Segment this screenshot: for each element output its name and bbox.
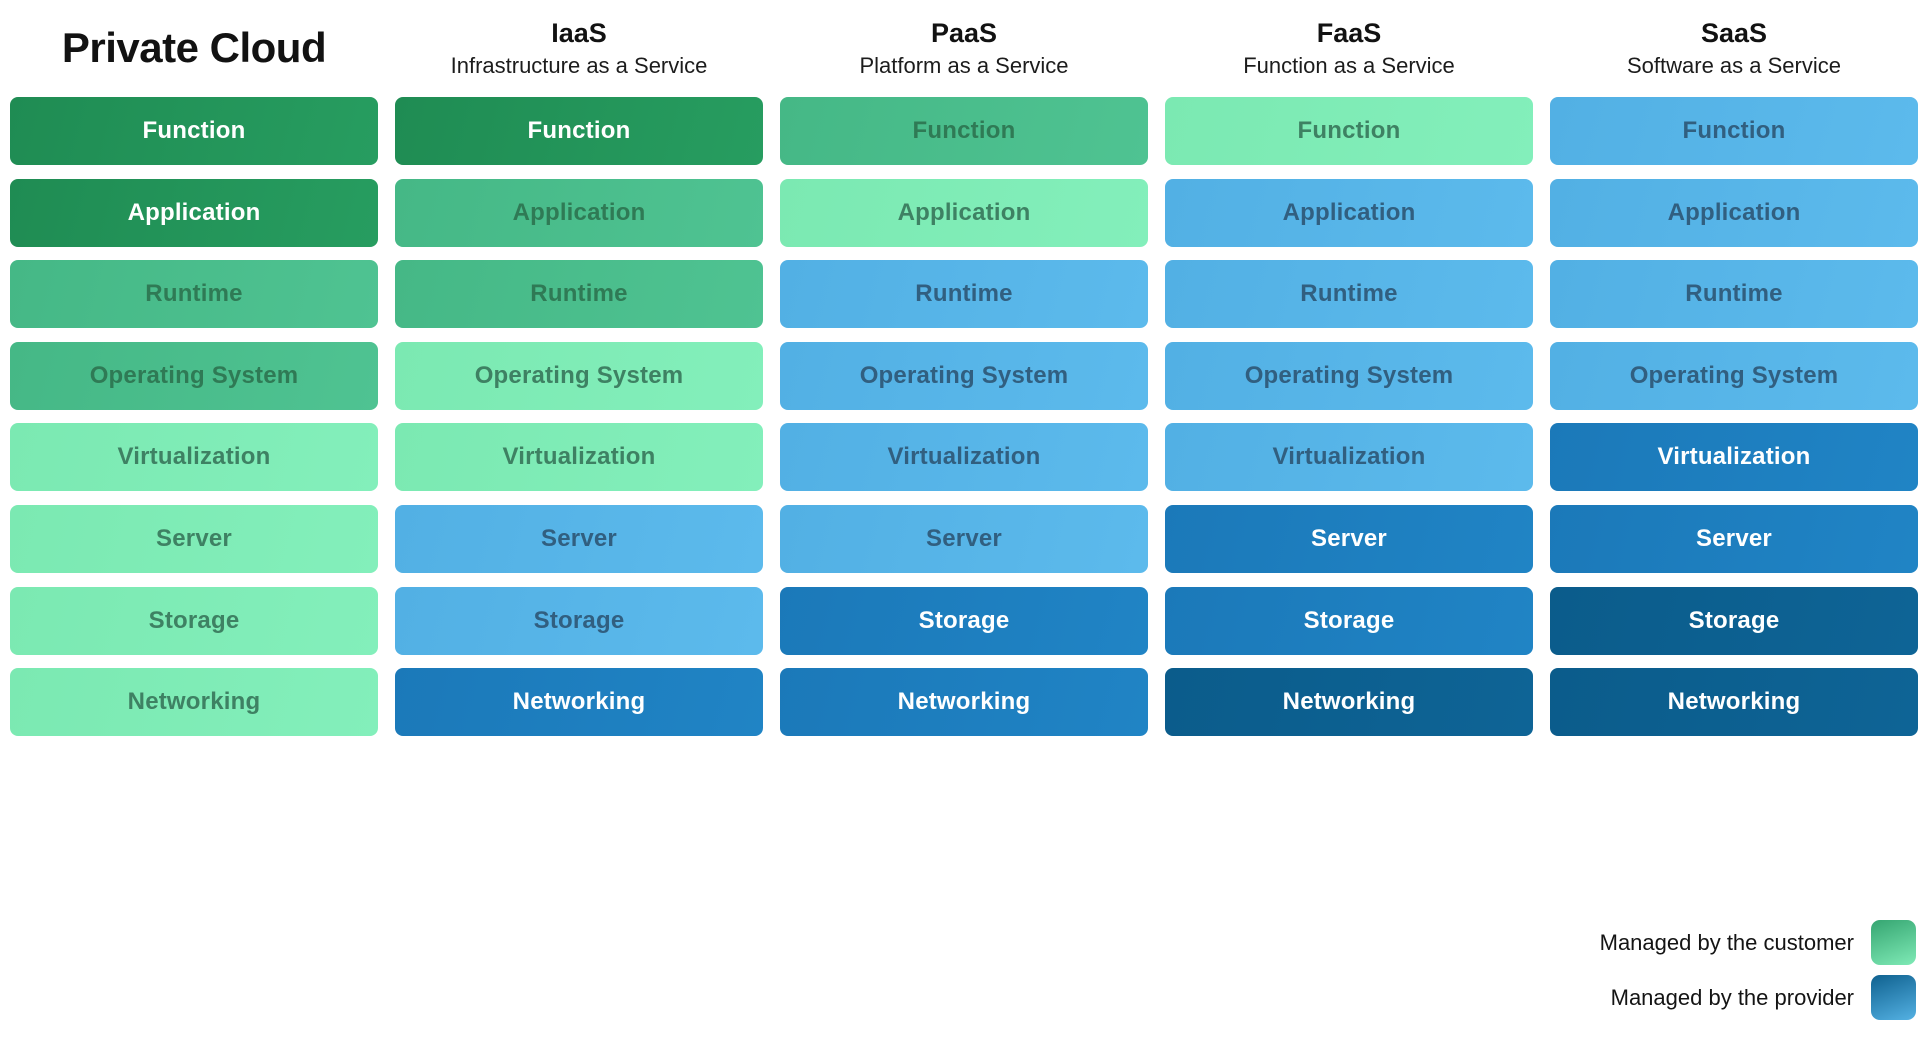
customer-color-swatch-icon	[1871, 920, 1916, 965]
cell-paas-application: Application	[780, 178, 1148, 247]
cell-private-cloud-runtime: Runtime	[10, 260, 378, 329]
cell-iaas-server: Server	[395, 504, 763, 573]
cell-iaas-networking: Networking	[395, 668, 763, 737]
legend: Managed by the customer Managed by the p…	[1600, 920, 1916, 1020]
column-subtitle-faas: Function as a Service	[1243, 52, 1455, 78]
cell-saas-operating-system: Operating System	[1550, 341, 1918, 410]
column-header-paas: PaaS Platform as a Service	[780, 0, 1148, 97]
legend-item-provider: Managed by the provider	[1600, 975, 1916, 1020]
cell-saas-storage: Storage	[1550, 586, 1918, 655]
cell-faas-operating-system: Operating System	[1165, 341, 1533, 410]
cell-saas-server: Server	[1550, 504, 1918, 573]
column-title-paas: PaaS	[930, 17, 998, 48]
cell-saas-application: Application	[1550, 178, 1918, 247]
column-header-private-cloud: Private Cloud	[10, 0, 378, 97]
cell-paas-server: Server	[780, 504, 1148, 573]
column-title-iaas: IaaS	[551, 17, 607, 48]
column-title-saas: SaaS	[1700, 17, 1768, 48]
cell-private-cloud-application: Application	[10, 178, 378, 247]
legend-label-customer: Managed by the customer	[1599, 929, 1854, 955]
cell-iaas-virtualization: Virtualization	[395, 423, 763, 492]
cell-paas-networking: Networking	[780, 668, 1148, 737]
cell-iaas-function: Function	[395, 97, 763, 165]
cell-iaas-runtime: Runtime	[395, 260, 763, 329]
cell-faas-function: Function	[1165, 97, 1533, 165]
column-subtitle-saas: Software as a Service	[1627, 52, 1841, 78]
cell-saas-virtualization: Virtualization	[1550, 423, 1918, 492]
cell-paas-operating-system: Operating System	[780, 341, 1148, 410]
cell-private-cloud-function: Function	[10, 97, 378, 165]
cell-paas-storage: Storage	[780, 586, 1148, 655]
cell-iaas-application: Application	[395, 178, 763, 247]
column-subtitle-iaas: Infrastructure as a Service	[450, 52, 708, 78]
column-header-saas: SaaS Software as a Service	[1550, 0, 1918, 97]
cell-private-cloud-networking: Networking	[10, 668, 378, 737]
column-title-faas: FaaS	[1316, 17, 1382, 48]
cell-private-cloud-server: Server	[10, 504, 378, 573]
cell-paas-runtime: Runtime	[780, 260, 1148, 329]
cell-private-cloud-virtualization: Virtualization	[10, 423, 378, 492]
cell-faas-application: Application	[1165, 178, 1533, 247]
column-title-private-cloud: Private Cloud	[61, 24, 327, 72]
cell-saas-function: Function	[1550, 97, 1918, 165]
legend-label-provider: Managed by the provider	[1610, 984, 1854, 1010]
cell-faas-storage: Storage	[1165, 586, 1533, 655]
cell-iaas-storage: Storage	[395, 586, 763, 655]
column-header-faas: FaaS Function as a Service	[1165, 0, 1533, 97]
provider-color-swatch-icon	[1871, 975, 1916, 1020]
cell-faas-virtualization: Virtualization	[1165, 423, 1533, 492]
cell-paas-function: Function	[780, 97, 1148, 165]
legend-item-customer: Managed by the customer	[1600, 920, 1916, 965]
cell-saas-networking: Networking	[1550, 668, 1918, 737]
column-header-iaas: IaaS Infrastructure as a Service	[395, 0, 763, 97]
cell-faas-runtime: Runtime	[1165, 260, 1533, 329]
cell-faas-networking: Networking	[1165, 668, 1533, 737]
cell-paas-virtualization: Virtualization	[780, 423, 1148, 492]
column-subtitle-paas: Platform as a Service	[859, 52, 1069, 78]
cell-iaas-operating-system: Operating System	[395, 341, 763, 410]
cell-saas-runtime: Runtime	[1550, 260, 1918, 329]
cell-private-cloud-operating-system: Operating System	[10, 341, 378, 410]
cell-private-cloud-storage: Storage	[10, 586, 378, 655]
cell-faas-server: Server	[1165, 504, 1533, 573]
